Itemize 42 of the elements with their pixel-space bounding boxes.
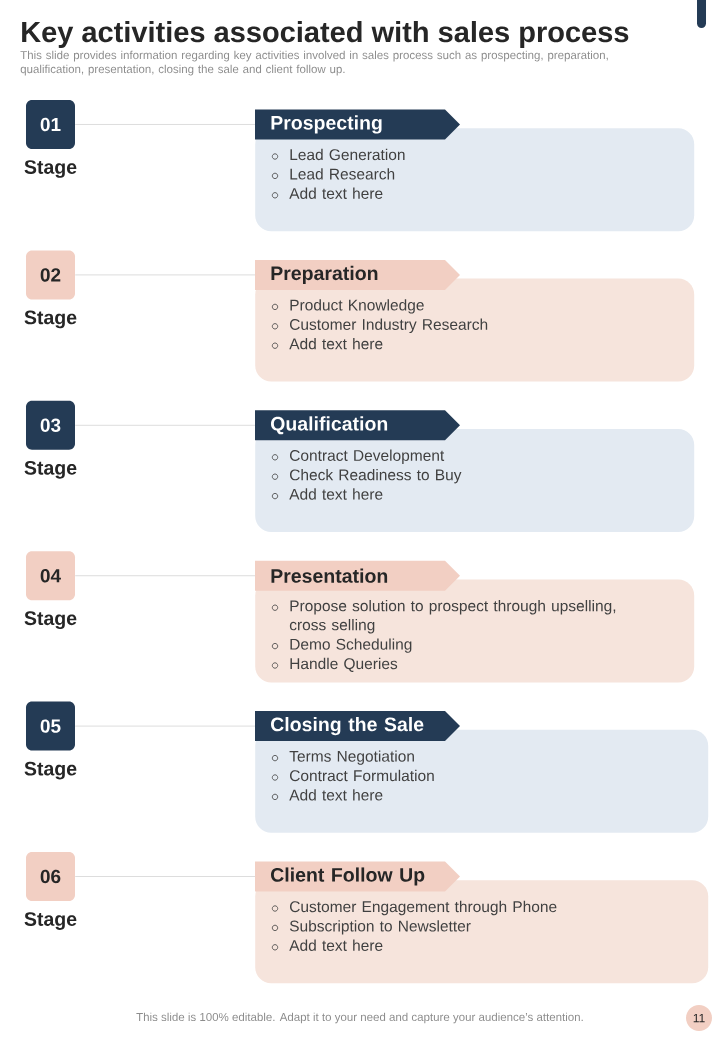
connector-line (74, 124, 256, 125)
list-item: Subscription to Newsletter (289, 920, 471, 935)
list-item: Product Knowledge (290, 299, 424, 314)
list-item: Customer Industry Research (290, 318, 488, 333)
heading-tab: Qualification (255, 410, 460, 441)
title: Key activities associated with sales process (22, 21, 629, 48)
footer-note: This slide is 100% editable. Adapt it to your need and capture your audience’s attention. (136, 1012, 583, 1024)
list-item: Contract Formulation (290, 769, 434, 782)
heading-tab: Client Follow Up (255, 861, 460, 892)
stage-badge: 05 (26, 701, 75, 751)
heading-tab: Presentation (255, 560, 460, 591)
page-number: 11 (686, 1005, 712, 1031)
stage-label: Stage (24, 160, 77, 178)
list-item: Handle Queries (290, 657, 398, 672)
stage-label: Stage (24, 761, 77, 780)
heading-tab: Preparation (255, 259, 460, 290)
subtitle: This slide provides information regarding key activities involved in sales process such as prospecting, preparation, qualification, presentation, closing the sale and client follow up. (20, 50, 608, 76)
heading-tab: Prospecting (255, 109, 460, 140)
stage-badge: 01 (26, 100, 75, 149)
heading-tab: Closing the Sale (255, 711, 460, 742)
list-item: Add text here (289, 337, 383, 350)
list-item: Lead Generation (290, 148, 405, 161)
list-item: Add text here (289, 939, 383, 951)
list-item: Add text here (289, 789, 383, 801)
stage-badge: 02 (26, 250, 75, 300)
list-item: Add text here (289, 488, 383, 500)
list-item: Lead Research (290, 168, 395, 180)
list-item: Contract Development (290, 449, 445, 464)
list-item: Customer Engagement through Phone (290, 900, 557, 916)
connector-line (74, 876, 256, 877)
list-item: Propose solution to prospect through upselling, cross selling (289, 600, 616, 634)
stage-badge: 04 (26, 551, 75, 601)
stage-badge: 03 (26, 400, 75, 450)
stage-label: Stage (24, 310, 77, 329)
list-item: Check Readiness to Buy (290, 468, 462, 484)
stage-label: Stage (24, 460, 77, 479)
stage-label: Stage (24, 912, 77, 930)
list-item: Demo Scheduling (290, 638, 412, 653)
stage-badge: 06 (26, 852, 75, 901)
stage-label: Stage (24, 611, 77, 630)
list-item: Add text here (289, 187, 383, 199)
list-item: Terms Negotiation (289, 750, 414, 765)
